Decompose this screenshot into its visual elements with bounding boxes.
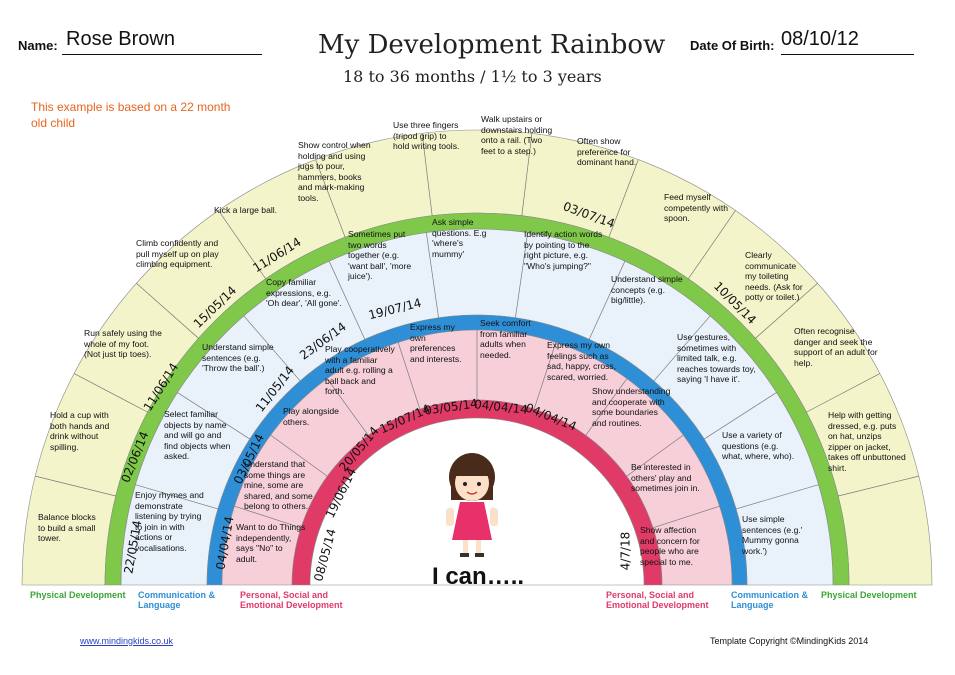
physical-item: Show control when holding and using jugs… — [298, 140, 371, 203]
physical-divider — [421, 133, 433, 216]
personal-item: Be interested in others' play and someti… — [631, 462, 700, 494]
communication-item: Select familiar objects by name and will… — [164, 409, 231, 462]
name-field[interactable]: Rose Brown — [62, 26, 262, 55]
physical-divider — [755, 283, 818, 339]
personal-item: Express my own feelings such as sad, hap… — [547, 340, 617, 382]
physical-item: Feed myself competently with spoon. — [664, 192, 729, 224]
communication-divider — [177, 392, 251, 440]
personal-item: Want to do Things independently, says "N… — [236, 522, 306, 564]
website-link[interactable]: www.mindingkids.co.uk — [80, 636, 174, 646]
name-label: Name: — [18, 38, 58, 53]
communication-divider — [135, 484, 219, 510]
personal-item: Express my own preferences and interests… — [410, 322, 462, 364]
physical-divider — [806, 373, 881, 413]
personal-item: Show understanding and cooperate with so… — [592, 386, 671, 428]
communication-divider — [588, 261, 626, 340]
personal-item: Show affection and concern for people wh… — [640, 525, 700, 567]
communication-divider — [735, 484, 819, 510]
physical-divider — [608, 159, 639, 238]
personal-divider — [652, 505, 720, 529]
legend-physical-right: Physical Development — [821, 590, 917, 600]
dob-field[interactable]: 08/10/12 — [781, 26, 914, 55]
personal-divider — [234, 505, 302, 529]
legend-personal-left: Personal, Social and Emotional Developme… — [240, 590, 343, 610]
personal-item: Play cooperatively with a familiar adult… — [325, 344, 395, 397]
communication-item: Understand simple concepts (e.g. big/lit… — [611, 274, 683, 306]
physical-item: Climb confidently and pull myself up on … — [136, 238, 219, 270]
physical-item: Kick a large ball. — [214, 205, 278, 215]
personal-divider — [270, 434, 328, 477]
page-title: My Development Rainbow — [318, 30, 666, 60]
personal-divider — [585, 378, 628, 436]
physical-item: Often show preference for dominant hand. — [577, 136, 637, 168]
personal-date: 4/7/18 — [618, 531, 633, 571]
dob-value: 08/10/12 — [781, 28, 859, 50]
physical-divider — [136, 283, 199, 339]
communication-item: Use gestures, sometimes with limited tal… — [677, 332, 756, 385]
physical-divider — [521, 133, 533, 216]
example-note: This example is based on a 22 month old … — [31, 100, 231, 130]
i-can-label: I can….. — [432, 563, 525, 590]
legend-personal-right: Personal, Social and Emotional Developme… — [606, 590, 709, 610]
communication-item: Copy familiar expressions, e.g. 'Oh dear… — [266, 277, 342, 309]
physical-divider — [838, 475, 919, 497]
legend-physical-left: Physical Development — [30, 590, 126, 600]
communication-item: Ask simple questions. E.g 'where's mummy… — [432, 217, 487, 259]
personal-item: Seek comfort from familiar adults when n… — [480, 318, 531, 360]
communication-divider — [243, 315, 301, 382]
physical-item: Balance blocks to build a small tower. — [38, 512, 96, 544]
communication-divider — [703, 392, 777, 440]
page-subtitle: 18 to 36 months / 1½ to 3 years — [343, 67, 602, 86]
personal-item: Play alongside others. — [283, 406, 339, 427]
physical-divider — [73, 373, 148, 413]
communication-item: Sometimes put two words together (e.g. '… — [348, 229, 412, 282]
communication-divider — [515, 232, 529, 318]
physical-item: Often recognise danger and seek the supp… — [794, 326, 878, 368]
physical-divider — [688, 210, 736, 280]
personal-divider — [626, 434, 684, 477]
physical-item: Use three fingers (tripod grip) to hold … — [393, 120, 460, 152]
copyright-text: Template Copyright ©MindingKids 2014 — [710, 636, 869, 646]
physical-divider — [218, 210, 266, 280]
legend-communication-right: Communication & Language — [731, 590, 809, 610]
dob-label: Date Of Birth: — [690, 38, 775, 53]
communication-divider — [653, 315, 711, 382]
communication-divider — [425, 232, 439, 318]
physical-item: Help with getting dressed, e.g. puts on … — [828, 410, 906, 473]
communication-item: Understand simple sentences (e.g. 'Throw… — [202, 342, 274, 374]
communication-item: Use simple sentences (e.g.' Mummy gonna … — [742, 514, 803, 556]
physical-item: Clearly communicate my toileting needs. … — [745, 250, 803, 303]
centre-area — [309, 417, 645, 586]
personal-item: Understand that some things are mine, so… — [244, 459, 313, 512]
communication-item: Enjoy rhymes and demonstrate listening b… — [135, 490, 204, 553]
physical-item: Walk upstairs or downstairs holding onto… — [481, 114, 553, 156]
personal-divider — [397, 342, 421, 410]
communication-item: Identify action words by pointing to the… — [524, 229, 603, 271]
physical-item: Hold a cup with both hands and drink wit… — [50, 410, 110, 452]
communication-item: Use a variety of questions (e.g. what, w… — [722, 430, 795, 462]
legend-communication-left: Communication & Language — [138, 590, 216, 610]
name-value: Rose Brown — [66, 28, 175, 50]
girl-illustration — [446, 453, 498, 557]
physical-divider — [35, 475, 116, 497]
personal-divider — [326, 378, 369, 436]
personal-divider — [533, 342, 557, 410]
communication-divider — [328, 261, 366, 340]
physical-item: Run safely using the whole of my foot. (… — [84, 328, 162, 360]
physical-divider — [315, 159, 346, 238]
